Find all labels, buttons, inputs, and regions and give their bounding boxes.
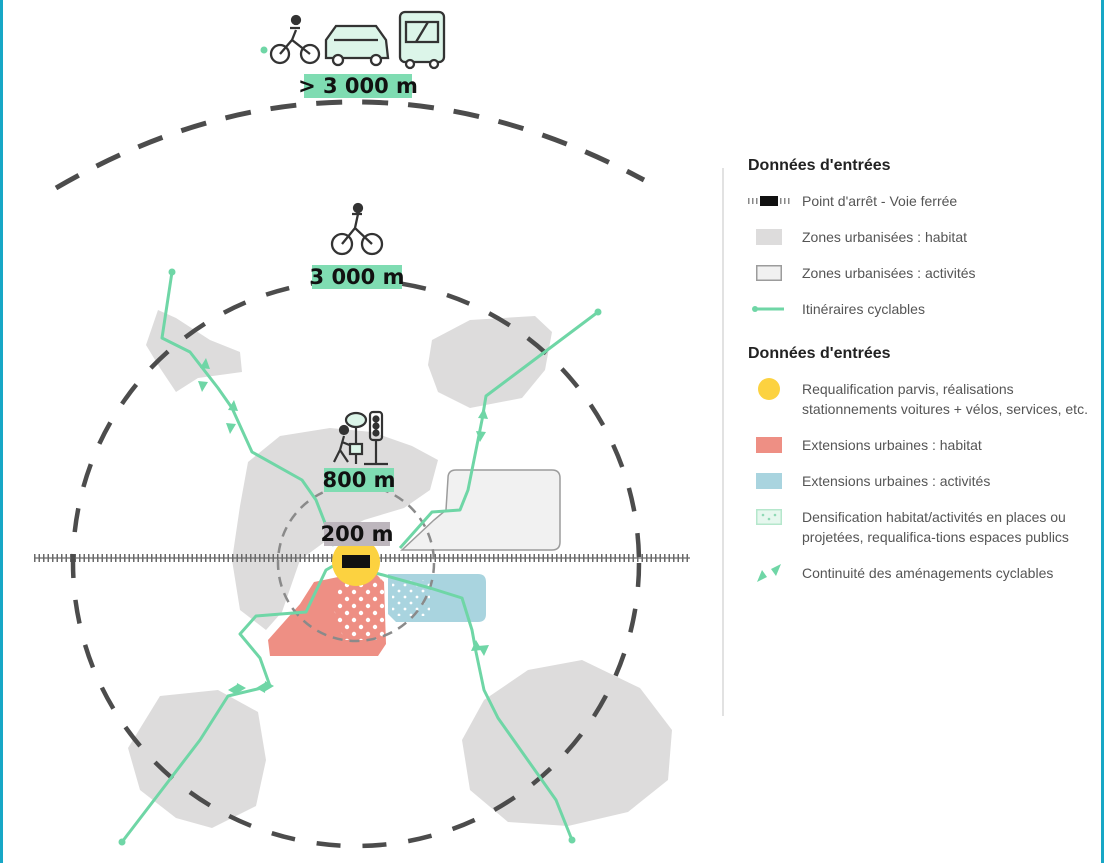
urban-housing-zones: [128, 310, 672, 828]
legend-label-urban-activities: Zones urbanisées : activités: [802, 265, 976, 281]
extension-housing-densified: [334, 574, 384, 640]
ring-3000m: [70, 277, 642, 849]
legend: Données d'entrées Point d'arrêt - Voie f…: [748, 157, 1098, 599]
legend-label-ext-housing: Extensions urbaines : habitat: [802, 437, 982, 453]
legend-item-station-halo: Requalification parvis, réalisations sta…: [748, 378, 1098, 419]
zone-housing-sw: [128, 690, 266, 828]
band-station: [324, 522, 390, 546]
band-walk: [324, 468, 394, 492]
legend-item-cycle-routes: Itinéraires cyclables: [748, 299, 1098, 319]
bicycle-rider-icon: [330, 202, 384, 256]
legend-label-ext-activities: Extensions urbaines : activités: [802, 473, 991, 489]
ring-far-arc: [54, 99, 646, 191]
station-rail-icon: [748, 191, 790, 211]
legend-item-urban-activities: Zones urbanisées : activités: [748, 263, 1098, 283]
legend-item-ext-activities: Extensions urbaines : activités: [748, 471, 1098, 491]
zone-housing-nw: [146, 310, 242, 392]
zone-activities: [400, 469, 561, 551]
zone-housing-se: [462, 660, 672, 826]
label-3000m: 3 000 m: [310, 265, 405, 289]
zone-housing-ne: [428, 316, 552, 408]
swatch-ext-housing: [748, 435, 790, 455]
cycle-route-end-dots: [118, 46, 602, 846]
car-icon: [324, 24, 390, 67]
legend-item-ext-housing: Extensions urbaines : habitat: [748, 435, 1098, 455]
swatch-housing: [748, 227, 790, 247]
legend-item-continuity: Continuité des aménagements cyclables: [748, 563, 1098, 583]
cycle-route-ne: [398, 310, 599, 549]
label-200m: 200 m: [320, 522, 393, 546]
cycle-route-se: [371, 570, 574, 841]
legend-label-cycle-routes: Itinéraires cyclables: [802, 301, 925, 317]
legend-section1-title: Données d'entrées: [748, 157, 891, 174]
legend-label-continuity: Continuité des aménagements cyclables: [802, 565, 1054, 581]
continuity-arrows: [198, 358, 489, 695]
label-far: > 3 000 m: [298, 74, 418, 98]
legend-section2-title: Données d'entrées: [748, 345, 891, 362]
bicycle-icon: [269, 14, 321, 65]
continuity-arrows-icon: [748, 563, 790, 583]
legend-label-station-halo: Requalification parvis, réalisations sta…: [802, 381, 1088, 417]
traffic-light-icon: [364, 410, 388, 466]
bus-icon: [398, 10, 446, 70]
legend-label-densification: Densification habitat/activités en place…: [802, 509, 1069, 545]
swatch-densification: [748, 507, 790, 527]
legend-item-densification: Densification habitat/activités en place…: [748, 507, 1098, 547]
swatch-activities: [748, 263, 790, 283]
densification-activities: [392, 580, 430, 616]
band-bike: [312, 265, 402, 289]
legend-item-urban-housing: Zones urbanisées : habitat: [748, 227, 1098, 247]
band-far: [304, 74, 412, 98]
pedestrian-icon: [333, 424, 353, 463]
legend-item-station: Point d'arrêt - Voie ferrée: [748, 191, 1098, 211]
cycle-route-icon: [748, 299, 790, 319]
station-halo-icon: [748, 378, 790, 400]
legend-label-urban-housing: Zones urbanisées : habitat: [802, 229, 967, 245]
legend-label-station: Point d'arrêt - Voie ferrée: [802, 193, 958, 209]
tree-icon: [344, 411, 368, 464]
label-800m: 800 m: [322, 468, 395, 492]
station-stop: [342, 555, 370, 568]
cycle-route-sw: [120, 560, 341, 843]
swatch-ext-activities: [748, 471, 790, 491]
legend-separator: [722, 168, 724, 716]
